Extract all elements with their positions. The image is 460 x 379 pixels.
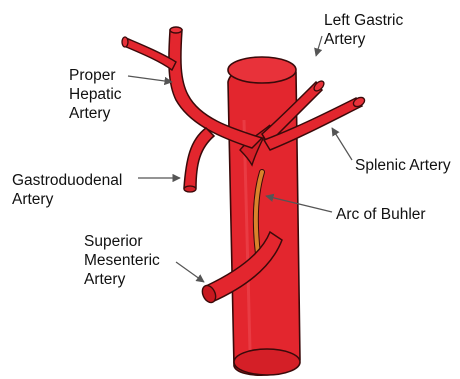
label-line: Mesenteric — [84, 251, 160, 270]
gastroduodenal-artery — [184, 128, 214, 192]
label-line: Arc of Buhler — [336, 205, 426, 224]
label-line: Artery — [69, 104, 122, 123]
label-arc-of-buhler: Arc of Buhler — [336, 205, 426, 224]
label-splenic-artery: Splenic Artery — [355, 156, 451, 175]
label-line: Artery — [324, 30, 403, 49]
leader-left-gastric — [316, 36, 322, 56]
label-line: Splenic Artery — [355, 156, 451, 175]
label-left-gastric-artery: Left Gastric Artery — [324, 11, 403, 49]
aorta — [228, 57, 300, 375]
label-line: Artery — [12, 190, 122, 209]
label-superior-mesenteric-artery: Superior Mesenteric Artery — [84, 232, 160, 289]
label-line: Artery — [84, 270, 160, 289]
label-gastroduodenal-artery: Gastroduodenal Artery — [12, 171, 122, 209]
label-line: Left Gastric — [324, 11, 403, 30]
leader-proper-hepatic — [128, 76, 172, 82]
label-proper-hepatic-artery: Proper Hepatic Artery — [69, 66, 122, 123]
leader-superior-mesenteric — [176, 262, 204, 282]
leader-splenic — [332, 128, 352, 160]
label-line: Superior — [84, 232, 160, 251]
label-line: Proper — [69, 66, 122, 85]
label-line: Gastroduodenal — [12, 171, 122, 190]
label-line: Hepatic — [69, 85, 122, 104]
